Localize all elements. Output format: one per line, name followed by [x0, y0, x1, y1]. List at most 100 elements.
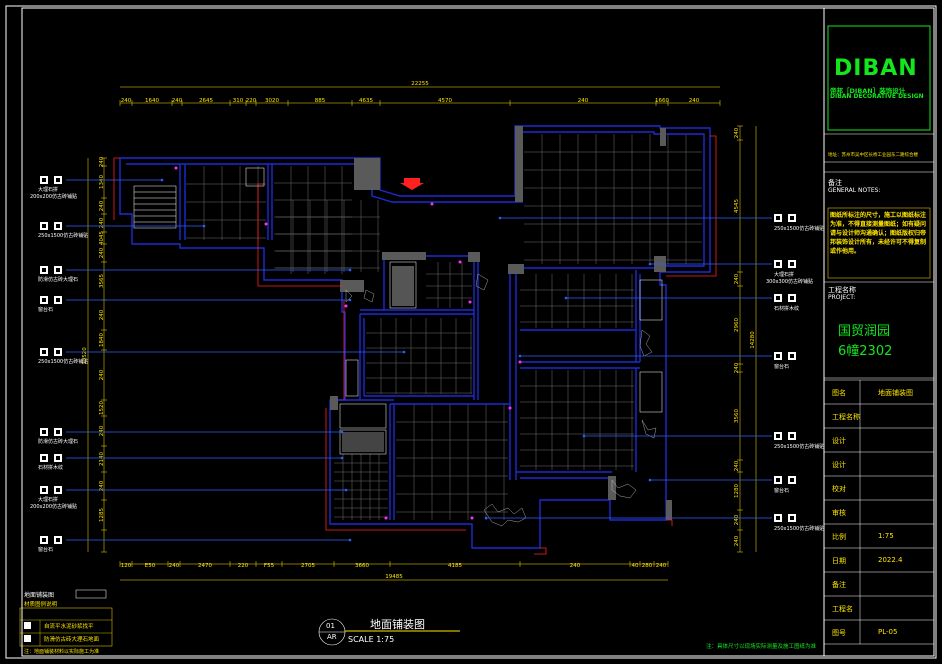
dim-bottom-8: 4185: [448, 563, 462, 569]
callout-left-text2-7: 200x200仿古砖铺贴: [30, 503, 77, 510]
dim-bottom-0: 120: [121, 563, 132, 569]
notes-heading-en: GENERAL NOTES:: [828, 187, 881, 194]
dim-top-12: 240: [689, 98, 700, 104]
callout-left-text-0: 大理石拼: [38, 186, 58, 193]
dim-bottom-9: 240: [570, 563, 581, 569]
title-block-rows: [824, 379, 934, 645]
callout-left-text2-0: 200x200仿古砖铺贴: [30, 193, 77, 200]
callout-right-text2-1: 300x300仿古砖铺贴: [766, 278, 813, 285]
legend-item-2: 防滑仿古砖大理石地面: [44, 637, 100, 643]
callout-right-text-5: 窗台石: [774, 487, 789, 494]
notes-yellow-box: [827, 207, 931, 279]
dim-top-2: 240: [172, 98, 183, 104]
callout-left-text-2: 防滑仿古砖大理石: [38, 276, 78, 283]
dim-top-4: 310: [233, 98, 244, 104]
project-heading-cn: 工程名称: [828, 286, 856, 294]
dim-right-8: 240: [734, 514, 740, 525]
dim-right-3: 2960: [734, 318, 740, 332]
callout-left-text-7: 大理石拼: [38, 496, 58, 503]
titleblock-label-4: 校对: [832, 485, 846, 493]
entry-arrow-icon: [400, 178, 424, 190]
titleblock-label-10: 图号: [832, 629, 846, 637]
callout-right-text-3: 窗台石: [774, 363, 789, 370]
footer-note: 注：具体尺寸以现场实际测量及施工图纸为准: [706, 644, 817, 650]
dim-right-9: 240: [734, 535, 740, 546]
dim-top-9: 4570: [438, 98, 452, 104]
dim-bottom-12: 240: [656, 563, 667, 569]
project-unit: 6幢2302: [838, 344, 893, 359]
company-logo: DIBAN: [834, 56, 918, 81]
notes-heading-cn: 备注: [828, 179, 842, 187]
titleblock-label-8: 备注: [832, 581, 846, 589]
dim-bottom-6: 2705: [301, 563, 315, 569]
dim-right-5: 3560: [734, 409, 740, 423]
dim-right-2: 240: [734, 273, 740, 284]
legend-note: 注：地面铺装材料以实际施工为准: [24, 649, 100, 655]
dim-right-1: 4545: [734, 199, 740, 213]
dim-bottom-2: 240: [169, 563, 180, 569]
callout-right-text-6: 250x1500仿古砖铺贴: [774, 525, 824, 532]
dim-top-8: 4635: [359, 98, 373, 104]
walls: [119, 125, 711, 549]
dim-left-4: 4045: [99, 231, 105, 245]
project-name: 国贸润园: [838, 324, 891, 339]
fixtures: [133, 167, 663, 455]
dim-left-3: 240: [99, 217, 105, 228]
callout-left-text-1: 250x1500仿古砖铺贴: [38, 232, 88, 239]
dim-left-7: 240: [99, 309, 105, 320]
titleblock-value-10: PL-05: [878, 628, 898, 636]
dim-right-total: 14280: [750, 331, 756, 349]
dim-right-4: 240: [734, 362, 740, 373]
dim-top-6: 3020: [265, 98, 279, 104]
dim-left-10: 1520: [99, 401, 105, 415]
dim-bottom-3: 2470: [198, 563, 212, 569]
titleblock-label-0: 图名: [832, 389, 846, 397]
title-block-frame: [823, 7, 935, 657]
titleblock-label-5: 审核: [832, 509, 846, 517]
drawing-number: 01: [326, 622, 335, 630]
dim-left-2: 240: [99, 200, 105, 211]
dim-top-10: 240: [578, 98, 589, 104]
callout-left-text-8: 窗台石: [38, 546, 53, 553]
dim-left-12: 2140: [99, 452, 105, 466]
company-subtitle-en: DIBAN DECORATIVE DESIGN: [830, 93, 924, 100]
project-heading-en: PROJECT:: [828, 294, 856, 301]
tile-grid: [186, 134, 702, 520]
dim-top-5: 220: [246, 98, 257, 104]
outer-frame: [5, 5, 937, 659]
dim-left-5: 240: [99, 247, 105, 258]
callout-right-text-1: 大理石拼: [774, 271, 794, 278]
titleblock-value-0: 地面铺装图: [878, 389, 913, 397]
floor-plan: [113, 125, 717, 555]
notes-body: 图纸所标注的尺寸，施工以图纸标注为准，不得直接测量图纸；如有疑问请与设计师沟通确…: [830, 212, 927, 255]
dim-left-8: 1840: [99, 333, 105, 347]
callout-right-text-0: 250x1500仿古砖铺贴: [774, 225, 824, 232]
logo-box: [827, 25, 931, 131]
drawing-title-block: [318, 618, 460, 646]
stone-texture: [345, 273, 657, 527]
legend-subtitle: 材质图例说明: [24, 602, 58, 608]
titleblock-label-3: 设计: [832, 461, 846, 469]
callout-left-text-4: 250x1500仿古砖铺贴: [38, 358, 88, 365]
callouts-left: 大理石拼200x200仿古砖铺贴250x1500仿古砖铺贴防滑仿古砖大理石窗台石…: [30, 176, 406, 553]
drawing-ar: AR: [327, 633, 337, 641]
callout-right-text-2: 石材拼木纹: [774, 305, 799, 312]
titleblock-label-6: 比例: [832, 533, 846, 541]
drawing-scale: SCALE 1:75: [348, 635, 395, 644]
legend-panel: [19, 589, 113, 647]
titleblock-label-9: 工程名: [832, 605, 853, 613]
titleblock-label-7: 日期: [832, 557, 846, 565]
callout-left-text-6: 石材拼木纹: [38, 464, 63, 471]
drawing-title: 地面铺装图: [370, 618, 425, 631]
titleblock-value-7: 2022.4: [878, 556, 903, 564]
dim-bottom-5: F55: [264, 563, 275, 569]
titleblock-label-1: 工程名称: [832, 413, 860, 421]
dim-right-6: 240: [734, 460, 740, 471]
balcony-edges: [113, 135, 717, 555]
legend-item-1: 自流平水泥砂浆找平: [44, 624, 94, 630]
legend-title: 地面铺装图: [24, 592, 55, 599]
company-subtitle-cn: 帝邦［DIBAN］装饰设计: [830, 87, 906, 95]
